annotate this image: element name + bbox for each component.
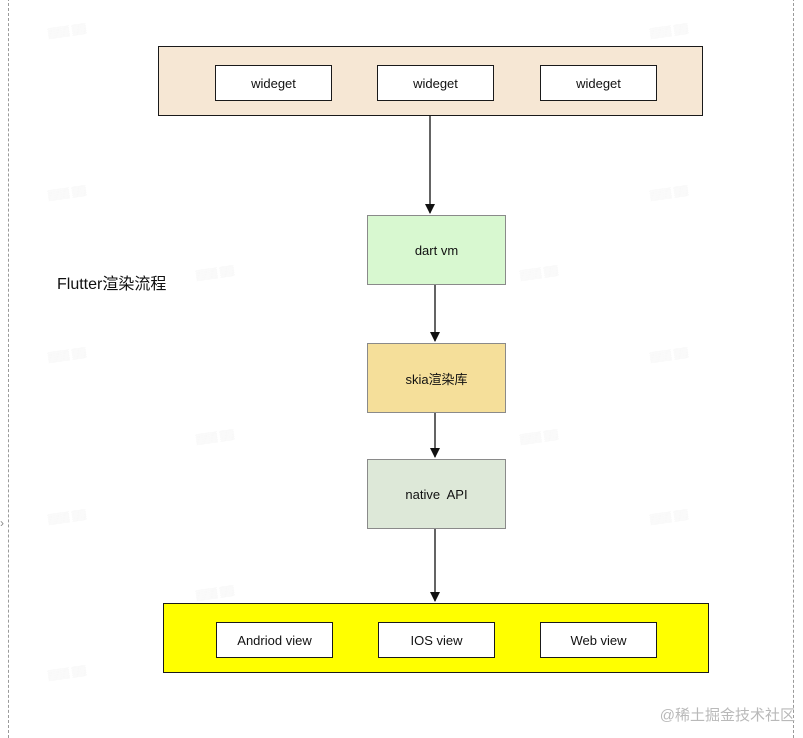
widget-box-3[interactable]: wideget bbox=[540, 65, 657, 101]
native-api-box[interactable]: native API bbox=[367, 459, 506, 529]
widget-label: wideget bbox=[576, 75, 621, 91]
watermark-credit: @稀土掘金技术社区 bbox=[659, 707, 795, 724]
collapse-caret-icon[interactable]: › bbox=[0, 516, 4, 530]
widget-label: wideget bbox=[413, 75, 458, 91]
widget-label: wideget bbox=[251, 75, 296, 91]
web-view-box[interactable]: Web view bbox=[540, 622, 657, 658]
platform-view-label: IOS view bbox=[410, 632, 463, 648]
dart-vm-label: dart vm bbox=[414, 242, 459, 258]
diagram-title: Flutter渲染流程 bbox=[57, 276, 167, 293]
widget-box-1[interactable]: wideget bbox=[215, 65, 332, 101]
widget-group[interactable]: wideget wideget wideget bbox=[158, 46, 703, 116]
skia-box[interactable]: skia渲染库 bbox=[367, 343, 506, 413]
dart-vm-box[interactable]: dart vm bbox=[367, 215, 506, 285]
native-api-label: native API bbox=[405, 486, 468, 502]
widget-box-2[interactable]: wideget bbox=[377, 65, 494, 101]
ios-view-box[interactable]: IOS view bbox=[378, 622, 495, 658]
canvas-frame bbox=[8, 0, 794, 738]
platform-view-label: Andriod view bbox=[237, 632, 312, 648]
platform-view-label: Web view bbox=[570, 632, 627, 648]
platform-views-group[interactable]: Andriod view IOS view Web view bbox=[163, 603, 709, 673]
skia-label: skia渲染库 bbox=[405, 371, 468, 387]
android-view-box[interactable]: Andriod view bbox=[216, 622, 333, 658]
